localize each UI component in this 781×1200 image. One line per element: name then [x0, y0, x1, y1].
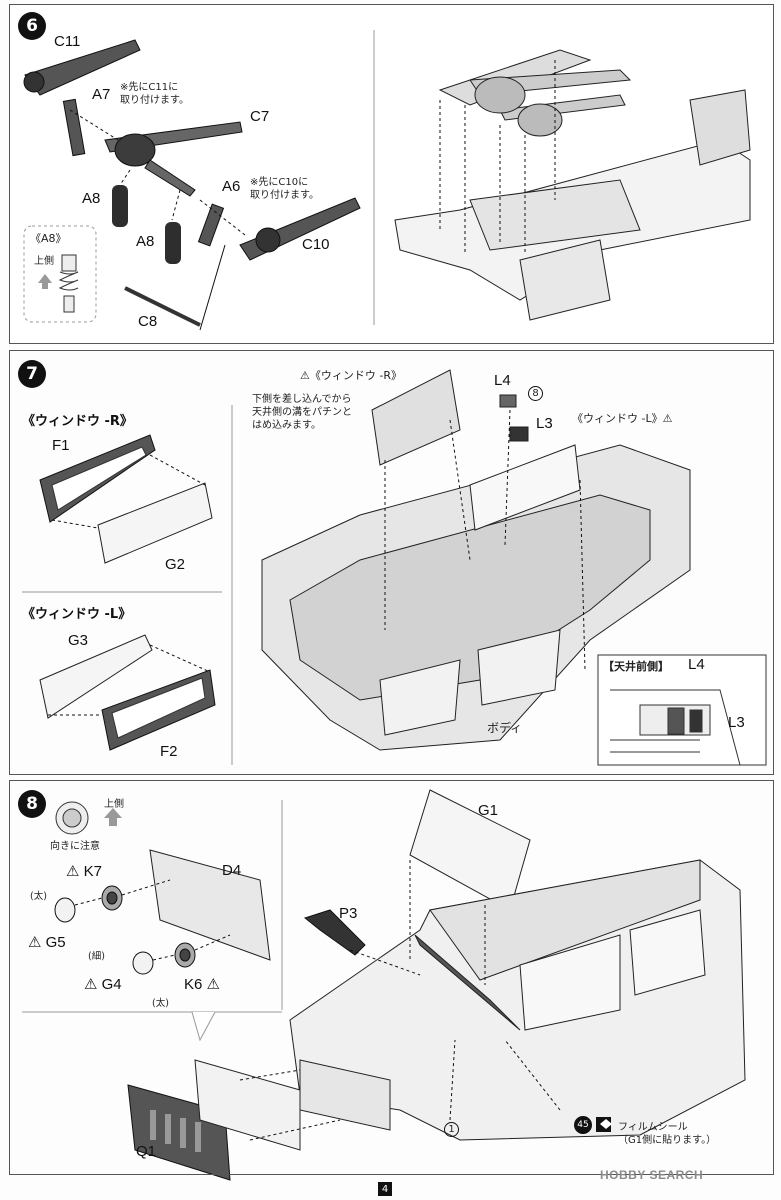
- part-c11-drawing: [23, 39, 141, 96]
- part-a8-spring-1: [112, 185, 128, 227]
- label-l3: L3: [536, 415, 553, 432]
- roof-front-inset-title: 【天井前側】: [603, 660, 669, 673]
- page-number: 4: [378, 1182, 392, 1196]
- callout-window-r: ⚠《ウィンドウ -R》: [300, 369, 402, 382]
- step-7-badge: 7: [18, 360, 46, 388]
- warning-icon: ⚠: [84, 976, 98, 993]
- label-k7: ⚠ K7: [66, 863, 102, 880]
- part-k7-drawing: [101, 885, 123, 911]
- part-c8-drawing: [124, 286, 201, 327]
- part-c10-drawing: [239, 197, 361, 261]
- part-p3-drawing: [303, 909, 366, 956]
- label-a6: A6: [222, 178, 241, 195]
- warning-icon: ⚠: [300, 369, 310, 382]
- decal-45: 45: [574, 1116, 592, 1134]
- part-g2-drawing: [97, 482, 213, 564]
- label-a7: A7: [92, 86, 111, 103]
- window-r-title: 《ウィンドウ -R》: [22, 414, 133, 429]
- decal-1: 1: [444, 1122, 459, 1137]
- thin-note: (細): [88, 951, 105, 962]
- step-6-badge: 6: [18, 12, 46, 40]
- window-r-note: 下側を差し込んでから天井側の溝をパチンとはめ込みます。: [252, 394, 352, 431]
- a8-inset-title: 《A8》: [30, 232, 67, 245]
- warning-icon: ⚠: [28, 934, 42, 951]
- label-k6: K6 ⚠: [184, 976, 220, 993]
- label-c8: C8: [138, 313, 158, 330]
- part-f1-drawing: [39, 434, 156, 523]
- film-seal-note: フィルムシール（G1側に貼ります。）: [618, 1122, 717, 1146]
- a8-inset-spring: [58, 254, 79, 313]
- label-p3: P3: [339, 905, 358, 922]
- part-g3-drawing: [39, 634, 153, 719]
- warning-icon: ⚠: [66, 863, 80, 880]
- orientation-note: 向きに注意: [50, 841, 100, 852]
- label-a8-1: A8: [82, 190, 101, 207]
- label-a8-2: A8: [136, 233, 155, 250]
- thick-note-2: (太): [152, 998, 169, 1009]
- part-a8-spring-2: [165, 222, 181, 264]
- body-shell-drawing: [261, 369, 691, 751]
- part-f2-drawing: [101, 669, 216, 751]
- label-g2: G2: [165, 556, 186, 573]
- car-body-drawing: [289, 859, 746, 1141]
- part-g5-drawing: [54, 897, 76, 923]
- inset-label-l3: L3: [728, 714, 745, 731]
- roof-front-inset-drawing: [610, 689, 741, 766]
- label-l4: L4: [494, 372, 511, 389]
- label-c11: C11: [54, 33, 81, 50]
- grille-frame-drawing: [194, 1059, 301, 1151]
- part-c7-drawing: [104, 121, 243, 197]
- film-seal-icon: [596, 1117, 612, 1132]
- a8-inset-up: 上側: [34, 256, 54, 267]
- part-d4-drawing: [149, 849, 271, 961]
- label-d4: D4: [222, 862, 242, 879]
- warning-icon: ⚠: [206, 976, 220, 993]
- part-a6-drawing: [197, 203, 225, 247]
- chassis-drawing: [394, 49, 751, 321]
- label-g5: ⚠ G5: [28, 934, 66, 951]
- part-a7-drawing: [62, 98, 86, 157]
- label-f2: F2: [160, 743, 178, 760]
- part-k6-drawing: [174, 942, 196, 968]
- label-c7: C7: [250, 108, 270, 125]
- headlight-orientation-icon: [55, 801, 89, 835]
- decal-8: 8: [528, 386, 543, 401]
- label-g4: ⚠ G4: [84, 976, 122, 993]
- label-g3: G3: [68, 632, 89, 649]
- label-f1: F1: [52, 437, 70, 454]
- note-a7: ※先にC11に取り付けます。: [120, 82, 189, 106]
- up-label: 上側: [104, 799, 124, 810]
- label-body: ボディ: [487, 721, 523, 735]
- label-q1: Q1: [136, 1143, 157, 1160]
- warning-icon: ⚠: [662, 412, 673, 425]
- window-l-title: 《ウィンドウ -L》: [22, 607, 132, 622]
- part-g4-drawing: [132, 951, 154, 975]
- note-a6: ※先にC10に取り付けます。: [250, 177, 319, 201]
- callout-window-l: 《ウィンドウ -L》⚠: [572, 412, 673, 425]
- label-g1: G1: [478, 802, 499, 819]
- thick-note-1: (太): [30, 891, 47, 902]
- inset-label-l4: L4: [688, 656, 705, 673]
- step-7-panel: [9, 350, 774, 775]
- step-8-badge: 8: [18, 790, 46, 818]
- watermark: HOBBY SEARCH: [600, 1168, 704, 1182]
- label-c10: C10: [302, 236, 330, 253]
- step-8-panel: [9, 780, 774, 1175]
